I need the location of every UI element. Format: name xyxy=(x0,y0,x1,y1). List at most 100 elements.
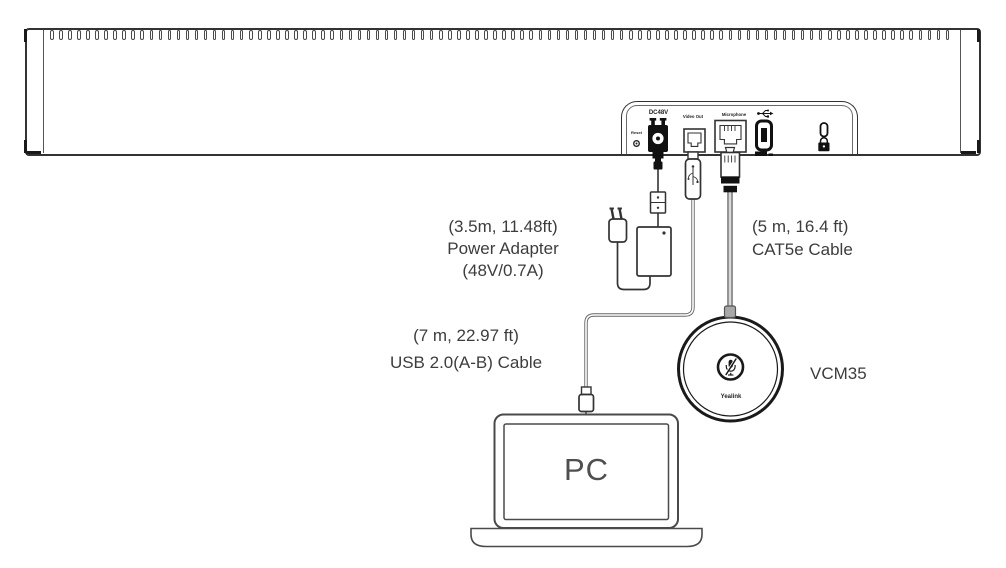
speaker-hole xyxy=(158,30,163,40)
speaker-hole xyxy=(592,30,597,40)
speaker-hole xyxy=(393,30,398,40)
speaker-hole xyxy=(855,30,859,40)
speaker-hole xyxy=(448,30,452,40)
speaker-hole xyxy=(59,30,63,40)
speaker-hole xyxy=(601,30,606,40)
speaker-hole xyxy=(303,30,307,40)
speaker-hole xyxy=(647,30,651,40)
speaker-hole xyxy=(439,30,443,40)
speaker-hole xyxy=(764,30,769,40)
usb-cable-label-line2: USB 2.0(A-B) Cable xyxy=(389,353,543,372)
speaker-hole xyxy=(683,30,687,40)
speaker-hole xyxy=(357,30,362,40)
speaker-hole xyxy=(95,30,99,40)
speaker-hole xyxy=(520,30,524,40)
usb-cable-label-line1: (7 m, 22.97 ft) xyxy=(413,326,519,345)
soundbar-rear-body xyxy=(25,28,981,156)
pc-label: PC xyxy=(563,452,610,487)
corner-accent xyxy=(977,29,980,42)
speaker-hole xyxy=(68,30,72,40)
speaker-hole xyxy=(782,30,787,40)
speaker-hole xyxy=(809,30,814,40)
speaker-hole xyxy=(638,30,642,40)
yealink-brand-label: Yealink xyxy=(720,394,742,400)
speaker-hole xyxy=(918,30,922,40)
speaker-hole xyxy=(366,30,371,40)
speaker-hole xyxy=(583,30,588,40)
corner-accent xyxy=(24,140,27,153)
corner-accent xyxy=(961,151,976,154)
usb-ab-cable xyxy=(578,151,702,416)
speaker-hole xyxy=(710,30,714,40)
speaker-hole xyxy=(221,30,226,40)
speaker-hole xyxy=(945,30,950,40)
speaker-hole xyxy=(185,30,190,40)
speaker-hole xyxy=(276,30,280,40)
speaker-hole xyxy=(818,30,823,40)
speaker-hole xyxy=(619,30,624,40)
reset-label: Reset xyxy=(631,130,642,135)
soundbar-right-endcap xyxy=(960,30,961,153)
usb-a-connector-icon xyxy=(578,386,595,416)
speaker-hole xyxy=(701,30,705,40)
speaker-hole xyxy=(719,30,723,40)
speaker-hole xyxy=(194,30,199,40)
corner-accent xyxy=(977,140,980,153)
speaker-hole xyxy=(800,30,805,40)
speaker-hole xyxy=(511,30,515,40)
speaker-hole xyxy=(746,30,751,40)
vcm35-microphone xyxy=(677,305,784,423)
speaker-hole xyxy=(846,30,850,40)
speaker-hole xyxy=(674,30,678,40)
speaker-hole xyxy=(384,30,389,40)
speaker-hole xyxy=(547,30,552,40)
speaker-hole xyxy=(502,30,506,40)
speaker-hole xyxy=(791,30,796,40)
speaker-hole xyxy=(113,30,117,40)
dc48v-label: DC48V xyxy=(648,110,669,116)
speaker-hole xyxy=(484,30,488,40)
power-adapter-label-line2: Power Adapter xyxy=(447,239,559,258)
speaker-hole xyxy=(77,30,81,40)
power-adapter-label-line3: (48V/0.7A) xyxy=(462,261,544,280)
speaker-hole xyxy=(167,30,172,40)
speaker-hole xyxy=(321,30,325,40)
soundbar-left-endcap xyxy=(43,30,44,153)
speaker-hole xyxy=(891,30,895,40)
microphone-label: Microphone xyxy=(721,112,747,117)
power-adapter-label: (3.5m, 11.48ft) Power Adapter (48V/0.7A) xyxy=(420,216,586,282)
speaker-hole xyxy=(285,30,289,40)
speaker-hole xyxy=(402,30,407,40)
speaker-hole xyxy=(610,30,615,40)
speaker-hole xyxy=(203,30,208,40)
speaker-hole xyxy=(348,30,353,40)
speaker-hole xyxy=(737,30,742,40)
speaker-hole xyxy=(873,30,877,40)
vcm35-name-label: VCM35 xyxy=(810,364,867,383)
speaker-hole xyxy=(131,30,135,40)
speaker-hole xyxy=(900,30,904,40)
speaker-hole xyxy=(728,30,733,40)
speaker-hole xyxy=(230,30,235,40)
speaker-hole xyxy=(475,30,479,40)
speaker-hole xyxy=(665,30,669,40)
speaker-hole xyxy=(773,30,778,40)
speaker-hole xyxy=(927,30,932,40)
cat5e-cable-label-line1: (5 m, 16.4 ft) xyxy=(752,217,849,236)
power-adapter-label-line1: (3.5m, 11.48ft) xyxy=(448,217,558,236)
speaker-hole xyxy=(828,30,832,40)
speaker-hole xyxy=(493,30,497,40)
speaker-hole xyxy=(755,30,760,40)
speaker-hole xyxy=(466,30,470,40)
microphone-mute-icon xyxy=(716,353,745,381)
speaker-hole xyxy=(864,30,868,40)
speaker-hole xyxy=(565,30,570,40)
speaker-hole xyxy=(882,30,886,40)
speaker-hole xyxy=(339,30,343,40)
cat5e-cable xyxy=(720,146,741,312)
mic-cable-connector-icon xyxy=(723,305,737,319)
cat5e-cable-label-line2: CAT5e Cable xyxy=(752,240,853,259)
speaker-hole xyxy=(909,30,913,40)
speaker-hole xyxy=(420,30,425,40)
speaker-hole xyxy=(457,30,461,40)
